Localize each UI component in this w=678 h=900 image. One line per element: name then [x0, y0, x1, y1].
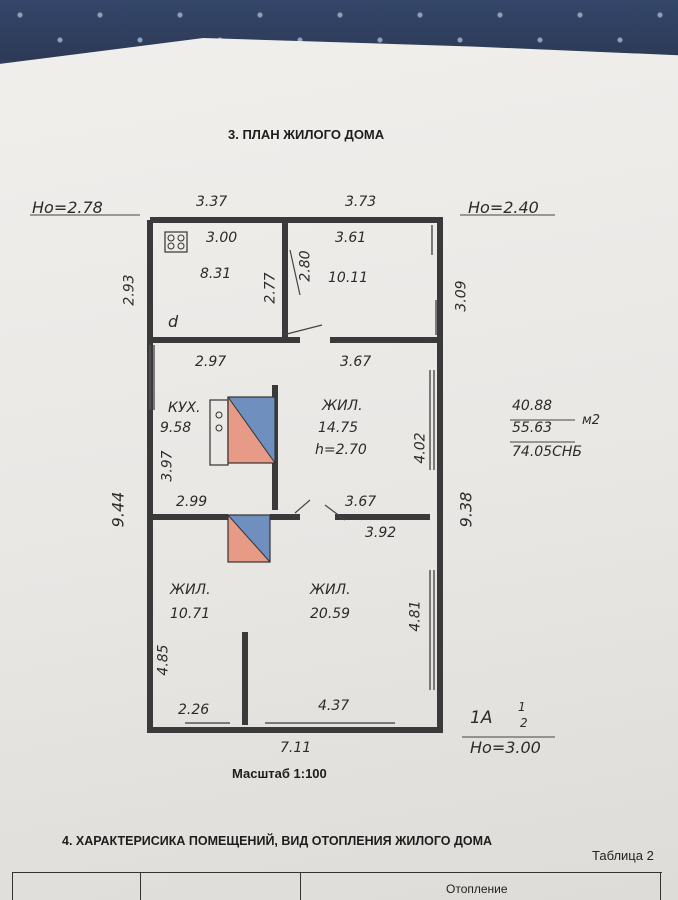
dim-right-total: 9.38	[456, 491, 476, 528]
doors	[282, 249, 400, 521]
area-unit: м2	[582, 413, 601, 428]
living1-label: ЖИЛ.	[322, 398, 363, 414]
dim-room-b-height: 2.80	[297, 250, 314, 282]
height-top-left: Hо=2.78	[32, 198, 103, 217]
scale-label: Масштаб 1:100	[232, 766, 327, 781]
windows	[149, 225, 437, 724]
table-border-top	[12, 872, 662, 873]
height-top-right: Hо=2.40	[468, 198, 539, 217]
section4-title: 4. ХАРАКТЕРИСИКА ПОМЕЩЕНИЙ, ВИД ОТОПЛЕНИ…	[62, 834, 493, 848]
table-divider	[140, 872, 141, 900]
living2-area: 10.71	[170, 606, 211, 622]
dim-kitchen-height: 3.97	[159, 450, 176, 482]
living3-area: 20.59	[310, 606, 351, 622]
dim-left-total: 9.44	[108, 491, 128, 528]
room-b-area: 10.11	[328, 270, 369, 286]
section-title: 3. ПЛАН ЖИЛОГО ДОМА	[228, 127, 385, 142]
kitchen-area: 9.58	[160, 420, 192, 436]
dim-left-upper-height: 2.93	[121, 274, 138, 306]
dim-living-height: 4.02	[412, 432, 429, 464]
kitchen-label: КУХ.	[168, 400, 201, 416]
dim-right-upper-height: 3.09	[453, 280, 470, 312]
stove-icon	[164, 231, 188, 253]
paper-sheet	[0, 38, 678, 900]
table-border-left	[12, 872, 13, 900]
dim-room-a-height: 2.77	[262, 272, 279, 304]
height-bottom-right-top: 1А	[470, 708, 493, 728]
dim-mid-right-width: 3.67	[340, 354, 372, 370]
dim-bottom-left-width: 2.26	[178, 702, 210, 718]
dim-bottom-right-height: 4.81	[407, 600, 424, 632]
height-bottom-right-sup: 1	[518, 700, 526, 714]
area-useful: 55.63	[512, 420, 553, 436]
dim-bottom-right-width: 4.37	[318, 698, 350, 714]
room-a-mark: d	[168, 312, 179, 331]
table-label: Таблица 2	[592, 848, 654, 863]
living1-area: 14.75	[318, 420, 359, 436]
walls	[147, 217, 443, 733]
dim-total-width: 7.11	[280, 740, 312, 756]
dim-room-a-width: 3.00	[206, 230, 238, 246]
dim-lower-right-width-top: 3.67	[345, 494, 377, 510]
area-total: 74.05СНБ	[512, 444, 582, 460]
height-bottom-right-sub: 2	[520, 716, 528, 730]
area-living: 40.88	[512, 398, 553, 414]
table-border-right	[660, 872, 661, 900]
dimension-lines	[30, 214, 575, 738]
dim-lower-left-width: 2.99	[176, 494, 208, 510]
dim-mid-left-width: 2.97	[195, 354, 227, 370]
dim-room-b-width: 3.61	[335, 230, 367, 246]
living1-height: h=2.70	[315, 442, 367, 458]
heating-stove-lower-icon	[227, 514, 271, 563]
room-a-area: 8.31	[200, 266, 232, 282]
living2-label: ЖИЛ.	[170, 582, 211, 598]
dim-bottom-left-height: 4.85	[155, 644, 172, 676]
cooker-icon	[209, 399, 229, 466]
dim-top-left-outer: 3.37	[196, 194, 228, 210]
living3-label: ЖИЛ.	[310, 582, 351, 598]
height-bottom-right: Hо=3.00	[470, 738, 541, 757]
table-header-heating: Отопление	[446, 882, 508, 896]
table-divider	[300, 872, 301, 900]
dim-lower-right-width: 3.92	[365, 525, 397, 541]
heating-stove-upper-icon	[227, 396, 276, 464]
dim-top-right-outer: 3.73	[345, 194, 377, 210]
